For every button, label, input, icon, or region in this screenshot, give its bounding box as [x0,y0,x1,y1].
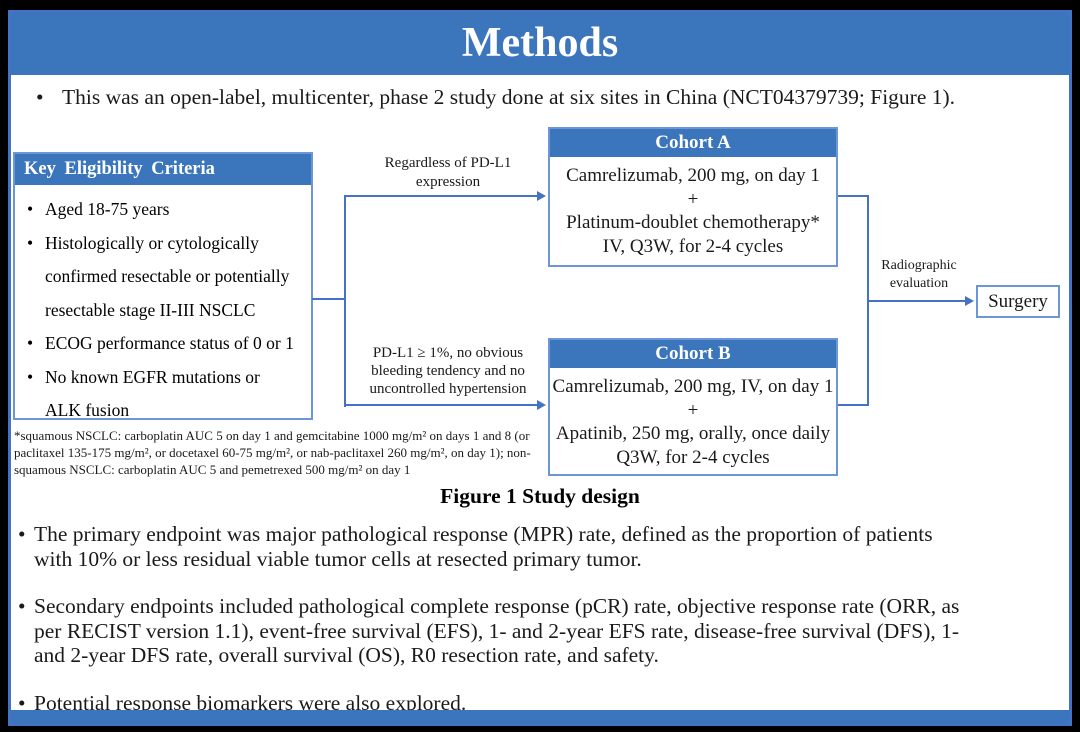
text-line: Histologically or cytologically [45,232,259,253]
text-line: ALK fusion [45,400,130,420]
arrowhead-cohort-b-icon [537,400,546,410]
connector-elig-to-split [312,298,345,300]
bottom-accent-bar [11,710,1069,723]
cohort-b-body: Camrelizumab, 200 mg, IV, on day 1 + Apa… [550,368,836,469]
text-line: confirmed resectable or potentially [45,266,290,286]
intro-bullet: This was an open-label, multicenter, pha… [36,84,1056,110]
text-line: Camrelizumab, 200 mg, on day 1 [566,165,820,186]
eligibility-item: Aged 18-75 years [27,193,309,227]
eligibility-item: ECOG performance status of 0 or 1 [27,327,309,361]
chemotherapy-footnote: *squamous NSCLC: carboplatin AUC 5 on da… [14,427,559,478]
connector-cohort-b-out [837,404,869,406]
text-line: resectable stage II-III NSCLC [45,299,256,320]
cohort-a-body: Camrelizumab, 200 mg, on day 1 + Platinu… [550,157,836,258]
connector-to-cohort-b [344,404,538,406]
text-line: paclitaxel 135-175 mg/m², or docetaxel 6… [14,445,531,460]
text-line: + [687,188,699,210]
arrow-label-cohort-a: Regardless of PD-L1 expression [384,155,512,190]
text-line: IV, Q3W, for 2-4 cycles [602,235,784,257]
text-line: per RECIST version 1.1), event-free surv… [34,618,960,643]
eligibility-item: Histologically or cytologically confirme… [27,227,309,328]
text-line: Apatinib, 250 mg, orally, once daily [555,423,831,444]
eligibility-box: Key Eligibility Criteria Aged 18-75 year… [13,152,313,420]
secondary-endpoints-bullet: Secondary endpoints included pathologica… [18,594,1048,668]
cohort-b-header: Cohort B [550,340,836,368]
intro-bullet-text: This was an open-label, multicenter, pha… [62,85,956,109]
endpoints-section: The primary endpoint was major pathologi… [18,522,1048,715]
cohort-b-box: Cohort B Camrelizumab, 200 mg, IV, on da… [548,338,838,476]
eligibility-item: No known EGFR mutations or ALK fusion [27,361,309,428]
text-line: Platinum-doublet chemotherapy* [566,212,820,233]
arrow-label-surgery: Radiographic evaluation [881,258,957,291]
connector-to-cohort-a [344,195,538,197]
connector-cohort-a-out [837,195,869,197]
text-line: squamous NSCLC: carboplatin AUC 5 and pe… [14,462,411,477]
text-line: Secondary endpoints included pathologica… [34,594,960,618]
title-bar: Methods [11,13,1069,75]
eligibility-list: Aged 18-75 years Histologically or cytol… [15,185,311,428]
cohort-a-header: Cohort A [550,129,836,157]
surgery-label: Surgery [988,291,1048,312]
text-line: with 10% or less residual viable tumor c… [34,546,642,571]
text-line: and 2-year DFS rate, overall survival (O… [34,643,659,667]
text-line: ECOG performance status of 0 or 1 [45,333,294,353]
eligibility-header: Key Eligibility Criteria [15,154,311,185]
surgery-box: Surgery [976,285,1060,318]
cohort-a-box: Cohort A Camrelizumab, 200 mg, on day 1 … [548,127,838,267]
connector-to-surgery [867,300,966,302]
text-line: + [687,399,699,421]
text-line: The primary endpoint was major pathologi… [34,522,933,546]
connector-split-vertical [344,195,346,407]
text-line: No known EGFR mutations or [45,366,260,387]
text-line: *squamous NSCLC: carboplatin AUC 5 on da… [14,428,530,443]
text-line: Q3W, for 2-4 cycles [616,446,770,468]
text-line: Camrelizumab, 200 mg, IV, on day 1 [552,376,834,397]
arrowhead-cohort-a-icon [537,191,546,201]
arrow-label-cohort-b: PD-L1 ≥ 1%, no obvious bleeding tendency… [369,345,527,397]
text-line: Aged 18-75 years [45,199,170,219]
figure-caption: Figure 1 Study design [440,484,640,508]
arrowhead-surgery-icon [965,296,974,306]
page-title: Methods [461,20,619,66]
primary-endpoint-bullet: The primary endpoint was major pathologi… [18,522,1048,571]
